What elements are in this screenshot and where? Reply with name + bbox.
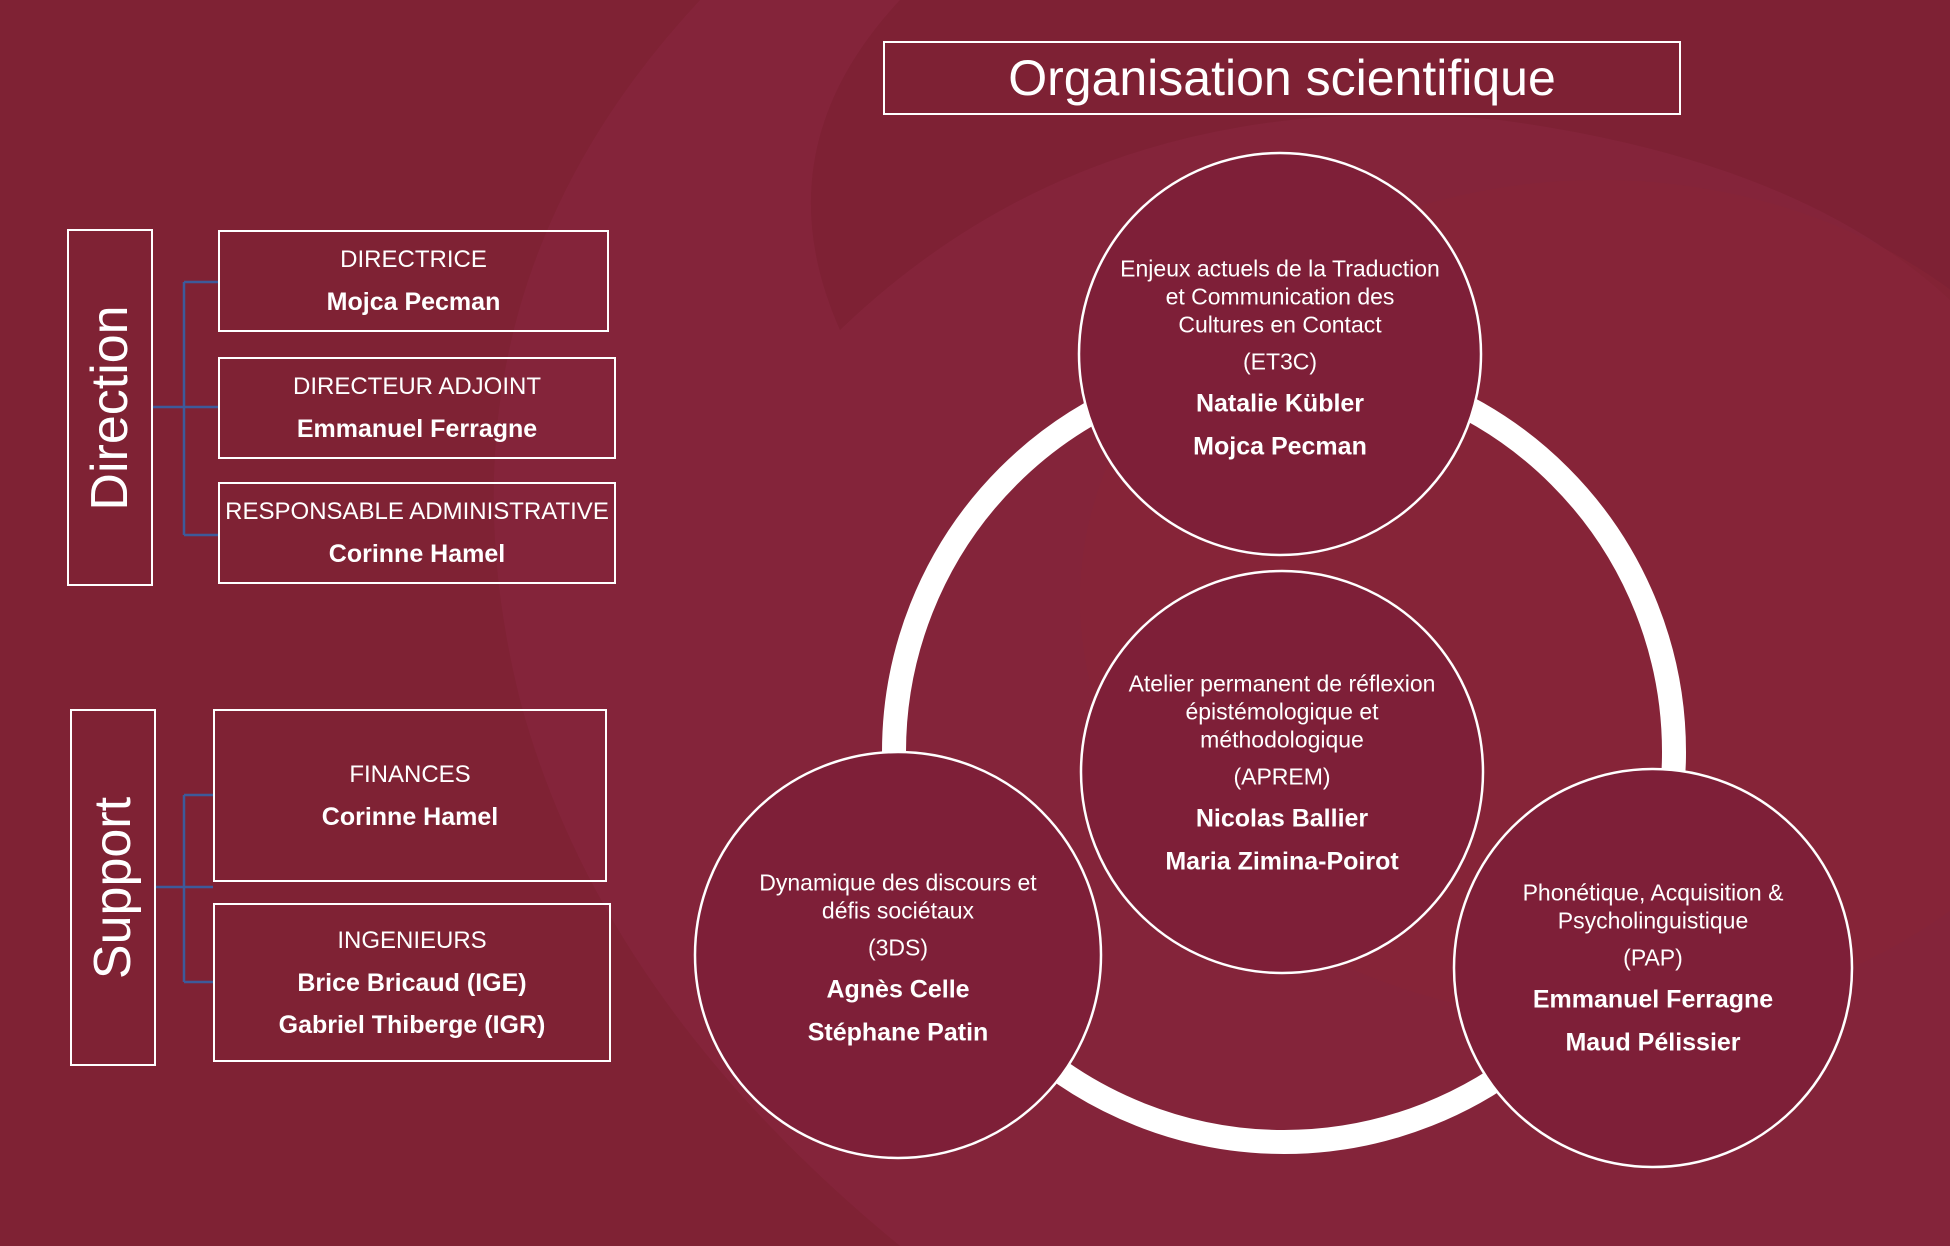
team-abbr: (ET3C): [1242, 348, 1318, 375]
direction-connector: [153, 280, 218, 537]
team-lead: Nicolas Ballier: [1195, 804, 1369, 833]
role-label: RESPONSABLE ADMINISTRATIVE: [225, 498, 609, 525]
team-lead: Agnès Celle: [826, 975, 970, 1004]
team-abbr: (PAP): [1623, 944, 1683, 971]
team-lead: Maria Zimina-Poirot: [1165, 847, 1399, 876]
support-label-box: Support: [70, 709, 156, 1066]
person-name: Brice Bricaud (IGE): [297, 968, 527, 997]
team-abbr: (3DS): [867, 934, 929, 961]
circle-et3c[interactable]: [1077, 151, 1483, 557]
team-lead: Natalie Kübler: [1195, 389, 1365, 418]
role-label: DIRECTRICE: [340, 246, 487, 273]
role-label: DIRECTEUR ADJOINT: [292, 373, 541, 400]
team-lead: Mojca Pecman: [1193, 432, 1367, 461]
team-title: Phonétique, Acquisition & Psycholinguist…: [1522, 879, 1784, 934]
person-name: Mojca Pecman: [326, 288, 501, 316]
support-label: Support: [84, 796, 142, 979]
person-name: Corinne Hamel: [328, 540, 506, 568]
direction-label-box: Direction: [67, 229, 153, 586]
directeur-adjoint-box: DIRECTEUR ADJOINT Emmanuel Ferragne: [218, 357, 616, 459]
team-lead: Emmanuel Ferragne: [1532, 985, 1774, 1014]
page-title: Organisation scientifique: [883, 41, 1681, 115]
directrice-box: DIRECTRICE Mojca Pecman: [218, 230, 609, 332]
direction-label: Direction: [81, 304, 139, 511]
role-label: INGENIEURS: [337, 926, 487, 954]
role-label: FINANCES: [349, 760, 471, 788]
finances-box: FINANCES Corinne Hamel: [213, 709, 607, 882]
team-pap: Phonétique, Acquisition & Psycholinguist…: [1503, 879, 1803, 1058]
team-3ds: Dynamique des discours et défis sociétau…: [748, 869, 1048, 1048]
team-title: Enjeux actuels de la Traduction et Commu…: [1120, 255, 1440, 338]
circle-aprem[interactable]: [1079, 569, 1485, 975]
team-aprem: Atelier permanent de réflexion épistémol…: [1122, 670, 1442, 877]
responsable-administrative-box: RESPONSABLE ADMINISTRATIVE Corinne Hamel: [218, 482, 616, 584]
team-abbr: (APREM): [1233, 763, 1331, 790]
team-lead: Maud Pélissier: [1565, 1028, 1741, 1057]
support-connector: [154, 793, 213, 984]
person-name: Corinne Hamel: [321, 802, 499, 831]
team-lead: Stéphane Patin: [807, 1018, 989, 1047]
circle-pap[interactable]: [1452, 767, 1854, 1169]
team-et3c: Enjeux actuels de la Traduction et Commu…: [1120, 255, 1440, 462]
person-name: Emmanuel Ferragne: [296, 415, 538, 443]
team-title: Dynamique des discours et défis sociétau…: [759, 869, 1037, 924]
circle-3ds[interactable]: [693, 750, 1103, 1160]
ingenieurs-box: INGENIEURS Brice Bricaud (IGE) Gabriel T…: [213, 903, 611, 1062]
team-title: Atelier permanent de réflexion épistémol…: [1128, 670, 1436, 753]
person-name: Gabriel Thiberge (IGR): [278, 1010, 546, 1039]
